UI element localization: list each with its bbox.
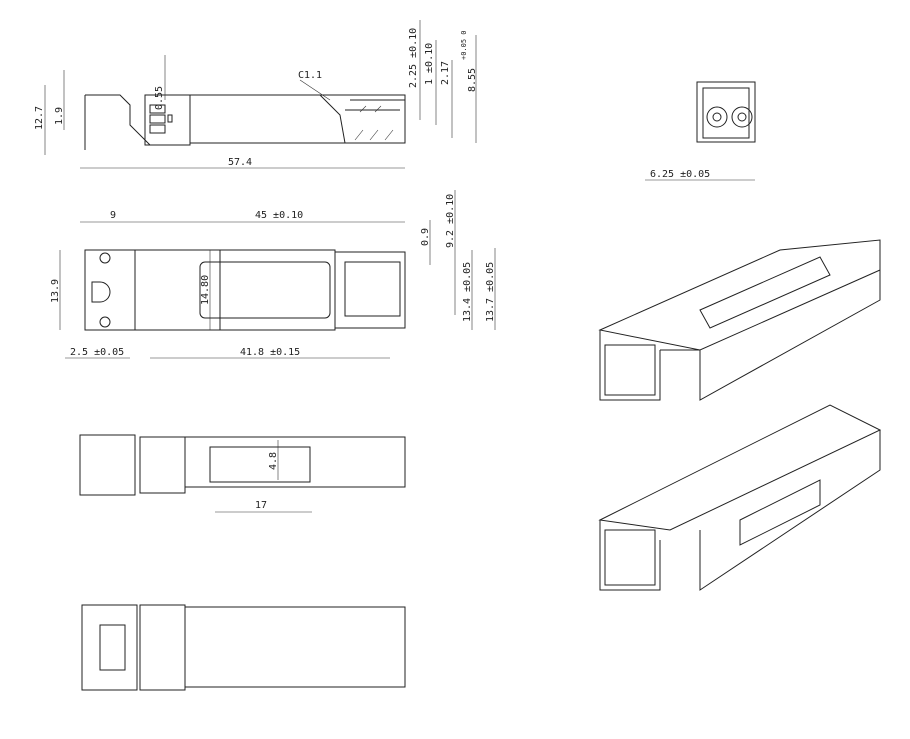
front-view: 6.25 ±0.05 [645,81,756,181]
dim-label-h: 4.8 [268,452,279,470]
isometric-view-bottom [598,404,882,591]
dim-length: 57.4 [228,157,252,168]
dim-chamfer: C1.1 [298,70,322,81]
dim-13-7: 13.7 ±0.05 [485,262,496,322]
dim-13-4: 13.4 ±0.05 [462,262,473,322]
dim-gap: 0.55 [154,86,165,110]
dim-inner: 14.80 [200,275,211,305]
dim-d4: 8.55 [467,68,478,92]
dim-d2: 1 ±0.10 [424,43,435,85]
top-view: 9 45 ±0.10 0.9 9.2 ±0.10 13.4 ±0.05 13.7… [50,190,496,359]
dim-pitch: 6.25 ±0.05 [650,169,710,180]
dim-latch: 1.9 [54,107,65,125]
dim-0-9: 0.9 [420,228,431,246]
bottom-view [81,604,406,691]
dim-body: 45 ±0.10 [255,210,303,221]
dim-d3: 2.17 [440,61,451,85]
dim-9-2: 9.2 ±0.10 [445,194,456,248]
dim-nose: 2.5 ±0.05 [70,347,124,358]
label-view: 4.8 17 [79,434,406,513]
dim-bail: 9 [110,210,116,221]
dim-d1: 2.25 ±0.10 [408,28,419,88]
dim-width: 13.9 [50,279,61,303]
dim-label-w: 17 [255,500,267,511]
side-view: 12.7 1.9 0.55 C1.1 2.25 ±0.10 1 ±0.10 2.… [34,20,478,169]
dim-41-8: 41.8 ±0.15 [240,347,300,358]
isometric-view-top [598,239,881,401]
dim-height: 12.7 [34,106,45,130]
dim-tol: +0.05 0 [460,30,468,60]
